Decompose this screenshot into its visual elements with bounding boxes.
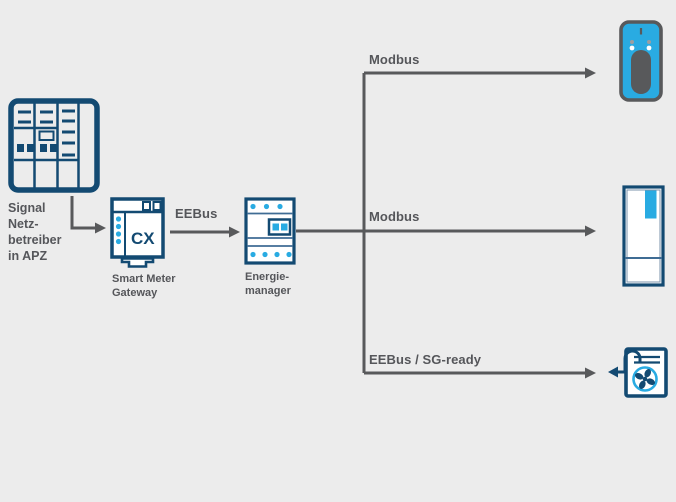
connection-label-eebus-sgready: EEBus / SG-ready xyxy=(369,352,482,367)
arrowhead-to-energymanager xyxy=(229,226,240,238)
meter-cabinet-label-line: betreiber xyxy=(8,233,62,247)
meter-cabinet-icon xyxy=(8,98,100,193)
smart-meter-gateway-label-line: Smart Meter xyxy=(112,273,176,285)
gateway-device-text: CX xyxy=(131,229,155,248)
wallbox-icon xyxy=(619,20,663,102)
connector-energymanager-trunk xyxy=(296,71,585,375)
meter-cabinet-label-line: Netz- xyxy=(8,217,39,231)
energy-manager-label: Energie- manager xyxy=(245,271,291,298)
connection-label-modbus-wallbox: Modbus xyxy=(369,52,420,67)
smart-meter-gateway-icon: CX xyxy=(110,197,165,268)
ventilation-fan-icon xyxy=(608,347,668,398)
arrowhead-to-wallbox xyxy=(585,67,596,79)
energy-manager-icon xyxy=(244,197,296,265)
arrowhead-to-ventilation xyxy=(585,367,596,379)
connection-label-eebus: EEBus xyxy=(175,206,218,221)
exhaust-return-arrow xyxy=(608,349,642,378)
meter-cabinet-label-line: in APZ xyxy=(8,249,48,263)
connector-cabinet-to-gateway xyxy=(70,196,95,230)
arrowhead-to-heatpump xyxy=(585,225,596,237)
energy-manager-label-line: Energie- xyxy=(245,271,290,283)
connection-label-modbus-heatpump: Modbus xyxy=(369,209,420,224)
meter-cabinet-label-line: Signal xyxy=(8,201,46,215)
smart-meter-gateway-label: Smart Meter Gateway xyxy=(112,273,176,300)
arrowhead-to-gateway xyxy=(95,222,106,234)
meter-cabinet-label: Signal Netz- betreiber in APZ xyxy=(8,200,62,264)
fan-blades xyxy=(635,369,655,389)
smart-meter-gateway-label-line: Gateway xyxy=(112,286,158,299)
heat-pump-icon xyxy=(622,185,665,287)
energy-manager-label-line: manager xyxy=(245,284,291,297)
